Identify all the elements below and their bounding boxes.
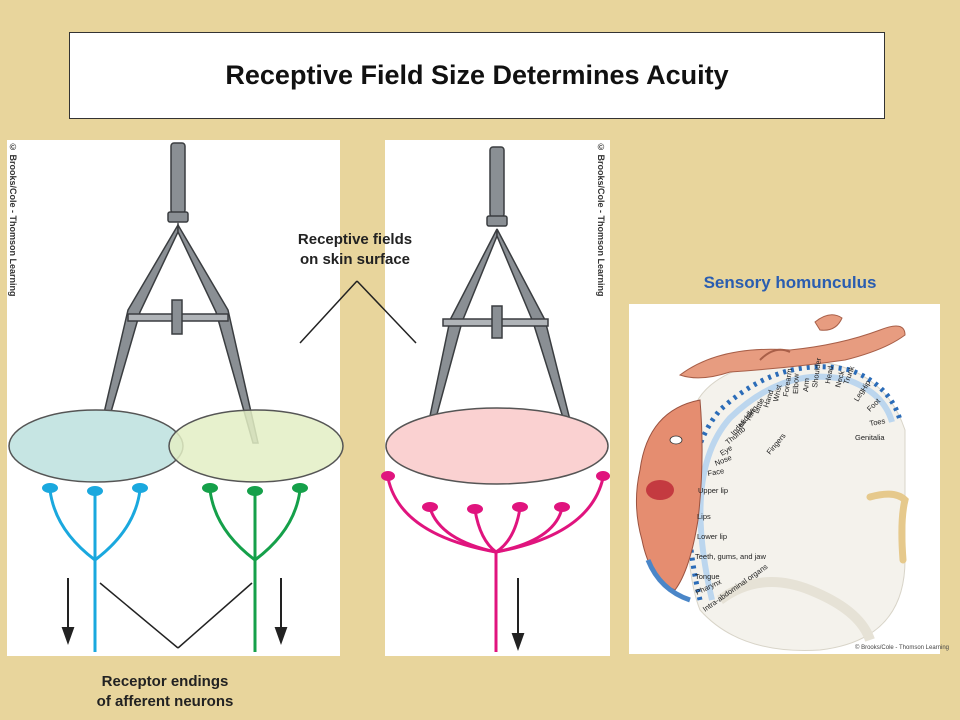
receptive-field-green — [168, 409, 344, 483]
homunculus-label-teeth-gums-and-jaw: Teeth, gums, and jaw — [695, 552, 766, 561]
receptive-fields-label: Receptive fields on skin surface — [260, 230, 450, 270]
receptive-fields-pointer — [299, 280, 417, 344]
slide-title: Receptive Field Size Determines Acuity — [225, 60, 729, 90]
receptor-endings-line2: of afferent neurons — [96, 693, 234, 710]
left-signal-arrows — [61, 578, 288, 645]
homunculus-label-head: Head — [823, 365, 835, 384]
left-caliper — [96, 142, 259, 444]
right-caliper — [424, 146, 576, 441]
homunculus-label-wrist: Wrist — [771, 383, 784, 402]
receptor-endings-pointer — [99, 582, 253, 649]
pink-receptor-endings — [381, 471, 610, 514]
green-afferent-neuron — [208, 489, 302, 652]
pink-afferent-neuron — [386, 477, 605, 652]
two-fields-panel — [7, 140, 340, 656]
receptor-endings-label: Receptor endings of afferent neurons — [40, 672, 290, 712]
receptive-fields-line2: on skin surface — [299, 251, 411, 268]
homunculus-label-arm: Arm — [801, 378, 811, 392]
copyright-right: © Brooks/Cole - Thomson Learning — [596, 142, 606, 297]
homunculus-copyright: © Brooks/Cole - Thomson Learning — [855, 645, 950, 651]
receptor-endings-line1: Receptor endings — [101, 673, 229, 690]
receptive-fields-line1: Receptive fields — [297, 231, 413, 248]
homunculus-label-genitalia: Genitalia — [855, 433, 885, 442]
homunculus-label-lips: Lips — [697, 512, 711, 521]
receptive-field-pink — [385, 407, 609, 485]
blue-receptor-endings — [42, 483, 148, 496]
homunculus-label-elbow: Elbow — [791, 373, 801, 394]
homunculus-label-neck: Neck — [833, 369, 846, 388]
homunculus-illustration: HipLegTrunkNeckHeadFootToesShoulderArmEl… — [635, 314, 909, 651]
sensory-homunculus-label: Sensory homunculus — [703, 273, 877, 292]
homunculus-label-shoulder: Shoulder — [810, 357, 823, 388]
right-signal-arrow — [511, 578, 525, 651]
green-receptor-endings — [202, 483, 308, 496]
homunculus-label-toes: Toes — [869, 416, 886, 428]
title-box: Receptive Field Size Determines Acuity — [69, 32, 885, 119]
homunculus-label-lower-lip: Lower lip — [697, 532, 727, 541]
receptive-field-blue — [8, 409, 184, 483]
homunculus-label-forearm: Forearm — [781, 368, 794, 397]
homunculus-label-tongue: Tongue — [695, 572, 720, 581]
homunculus-label-upper-lip: Upper lip — [698, 486, 728, 495]
blue-afferent-neuron — [48, 489, 142, 652]
homunculus-label-face: Face — [707, 466, 725, 478]
copyright-left: © Brooks/Cole - Thomson Learning — [8, 142, 18, 297]
